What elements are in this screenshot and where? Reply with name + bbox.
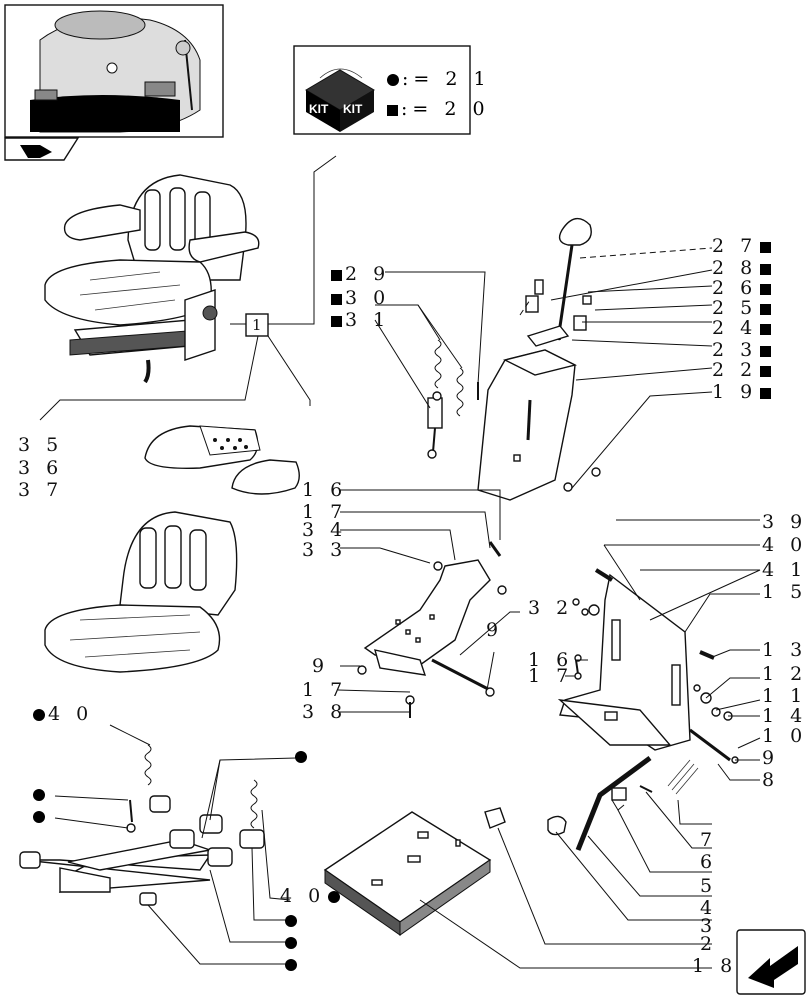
lower-frame bbox=[19, 744, 265, 906]
callout-40c: 4 0 bbox=[280, 886, 343, 906]
callout-38: 3 8 bbox=[302, 701, 348, 723]
callout-31: 3 1 bbox=[328, 310, 390, 330]
callout-17a: 1 7 bbox=[302, 501, 348, 523]
callout-9a: 9 bbox=[312, 655, 330, 677]
ref-box-1 bbox=[245, 313, 269, 337]
kit-legend-box: KIT KIT bbox=[293, 45, 471, 135]
view-arrow-icon bbox=[4, 137, 80, 161]
callout-12: 1 2 bbox=[762, 663, 808, 685]
callout-37: 3 7 bbox=[18, 479, 64, 501]
callout-22: 2 2 bbox=[712, 360, 774, 380]
callout-39: 3 9 bbox=[762, 511, 808, 533]
callout-29: 2 9 bbox=[328, 264, 390, 284]
dot-marker bbox=[30, 784, 48, 804]
callout-14: 1 4 bbox=[762, 705, 808, 727]
callout-5: 5 bbox=[700, 875, 718, 897]
callout-19: 1 9 bbox=[712, 382, 774, 402]
dot-marker bbox=[292, 746, 310, 766]
springs-damper bbox=[427, 339, 479, 459]
svg-text:KIT: KIT bbox=[309, 102, 329, 116]
lever-parts bbox=[547, 755, 699, 851]
callout-36: 3 6 bbox=[18, 457, 64, 479]
callout-26: 2 6 bbox=[712, 278, 774, 298]
backrest-part bbox=[119, 511, 238, 616]
callout-27: 2 7 bbox=[712, 236, 774, 256]
callout-17c: 1 7 bbox=[528, 665, 574, 687]
callout-17b: 1 7 bbox=[302, 679, 348, 701]
dot-marker bbox=[30, 806, 48, 826]
callout-15: 1 5 bbox=[762, 581, 808, 603]
callout-23: 2 3 bbox=[712, 340, 774, 360]
callout-11: 1 1 bbox=[762, 685, 808, 707]
callout-2: 2 bbox=[700, 933, 718, 955]
leader-ref-1-a bbox=[268, 155, 337, 325]
callout-10: 1 0 bbox=[762, 725, 808, 747]
callout-34: 3 4 bbox=[302, 519, 348, 541]
callout-40b: 4 0 bbox=[30, 704, 93, 724]
callout-40a: 4 0 bbox=[762, 534, 808, 556]
cushion-part bbox=[44, 604, 221, 673]
seat-assembly bbox=[44, 174, 260, 384]
callout-32: 3 2 bbox=[528, 597, 574, 619]
callout-9c: 9 bbox=[762, 747, 780, 769]
callout-6: 6 bbox=[700, 851, 718, 873]
kit-legend: := 2 1 := 2 0 bbox=[384, 64, 491, 124]
slide-rail bbox=[323, 811, 492, 936]
callout-9b: 9 bbox=[486, 619, 504, 641]
kit-cube-icon: KIT KIT bbox=[305, 68, 375, 132]
svg-text:KIT: KIT bbox=[343, 102, 363, 116]
small-block bbox=[484, 807, 506, 829]
callout-33: 3 3 bbox=[302, 539, 348, 561]
callout-25: 2 5 bbox=[712, 298, 774, 318]
callout-4: 4 bbox=[700, 897, 718, 919]
callout-16b: 1 6 bbox=[528, 649, 574, 671]
dot-marker bbox=[282, 910, 300, 930]
dot-marker bbox=[282, 932, 300, 952]
callout-8: 8 bbox=[762, 769, 780, 791]
right-bracket bbox=[557, 568, 739, 764]
kit-legend-row-square: := 2 0 bbox=[384, 94, 491, 124]
dot-marker bbox=[282, 954, 300, 974]
armrests-part bbox=[144, 425, 300, 495]
callout-7: 7 bbox=[700, 829, 718, 851]
callout-3: 3 bbox=[700, 915, 718, 937]
kit-legend-row-dot: := 2 1 bbox=[384, 64, 491, 94]
ref-box-label: 1 bbox=[252, 316, 262, 334]
next-page-arrow-icon bbox=[736, 929, 806, 995]
seat-column bbox=[477, 217, 601, 501]
callout-16a: 1 6 bbox=[302, 479, 348, 501]
callout-30: 3 0 bbox=[328, 288, 390, 308]
location-thumbnail bbox=[4, 4, 224, 138]
callout-28: 2 8 bbox=[712, 258, 774, 278]
callout-41: 4 1 bbox=[762, 559, 808, 581]
center-bracket bbox=[357, 541, 507, 718]
callout-13: 1 3 bbox=[762, 639, 808, 661]
callout-35: 3 5 bbox=[18, 434, 64, 456]
callout-24: 2 4 bbox=[712, 318, 774, 338]
callout-18: 1 8 bbox=[692, 955, 738, 977]
